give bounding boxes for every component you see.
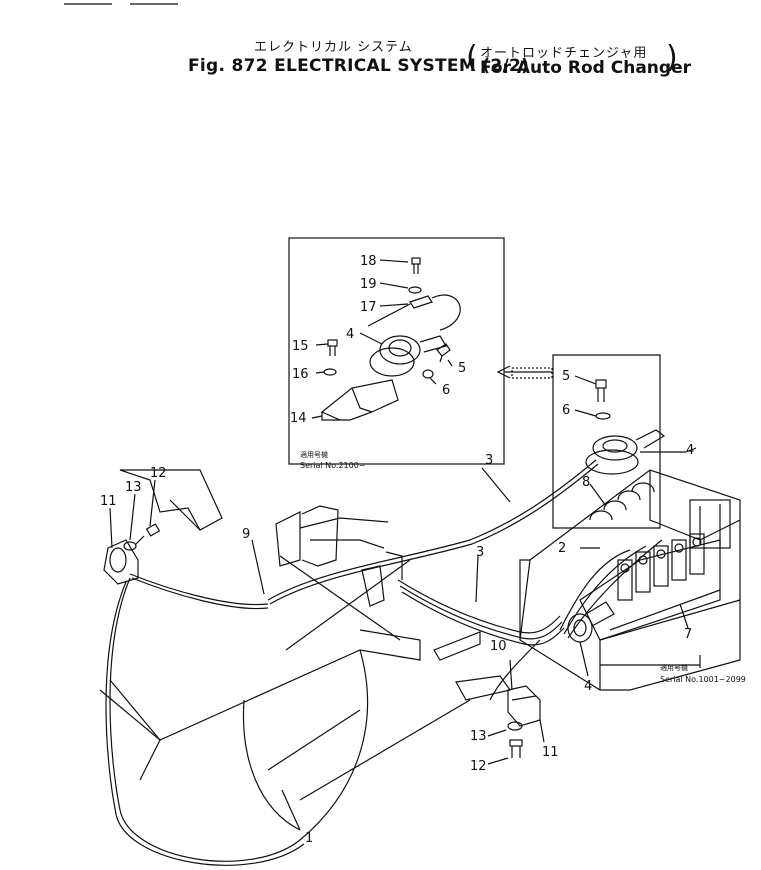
callout-4: 4 — [346, 327, 354, 342]
callout-3: 3 — [476, 545, 484, 560]
callout-6: 6 — [562, 403, 570, 418]
callout-12: 12 — [150, 466, 167, 481]
callout-11: 11 — [542, 745, 559, 760]
inset-serial: Serial No.2100~ — [300, 461, 366, 470]
callout-17: 17 — [360, 300, 377, 315]
callout-16: 16 — [292, 367, 309, 382]
callout-1: 1 — [305, 831, 313, 846]
inset-frame — [288, 237, 505, 465]
callout-2: 2 — [558, 541, 566, 556]
callout-9: 9 — [242, 527, 250, 542]
callout-3: 3 — [485, 453, 493, 468]
callout-5: 5 — [562, 369, 570, 384]
callout-14: 14 — [290, 411, 307, 426]
subtitle: For Auto Rod Changer — [480, 58, 691, 78]
callout-4: 4 — [686, 443, 694, 458]
callout-13: 13 — [125, 480, 142, 495]
callout-7: 7 — [684, 627, 692, 642]
serial-notes: 適用号機 Serial No.2100~ 適用号機 Serial No.1001… — [300, 450, 746, 684]
callout-6: 6 — [442, 383, 450, 398]
main-serial-jp: 適用号機 — [660, 663, 688, 672]
callout-13: 13 — [470, 729, 487, 744]
callout-19: 19 — [360, 277, 377, 292]
main-serial: Serial No.1001~2099 — [660, 675, 746, 684]
callout-8: 8 — [582, 475, 590, 490]
callout-11: 11 — [100, 494, 117, 509]
callout-15: 15 — [292, 339, 309, 354]
line-art — [64, 3, 741, 866]
callout-labels: 18 19 17 4 15 5 16 6 14 5 6 4 8 3 2 3 7 … — [100, 254, 694, 846]
callout-4: 4 — [584, 679, 592, 694]
open-paren: ( — [466, 40, 478, 75]
subtitle-jp: オートロッドチェンジャ用 — [480, 46, 648, 61]
callout-5: 5 — [458, 361, 466, 376]
callout-18: 18 — [360, 254, 377, 269]
callout-12: 12 — [470, 759, 487, 774]
close-paren: ) — [666, 40, 678, 75]
page-title: Fig. 872 ELECTRICAL SYSTEM (2/2) — [188, 56, 530, 76]
page-title-jp: エレクトリカル システム — [254, 40, 413, 55]
inset-serial-jp: 適用号機 — [300, 450, 328, 459]
callout-10: 10 — [490, 639, 507, 654]
